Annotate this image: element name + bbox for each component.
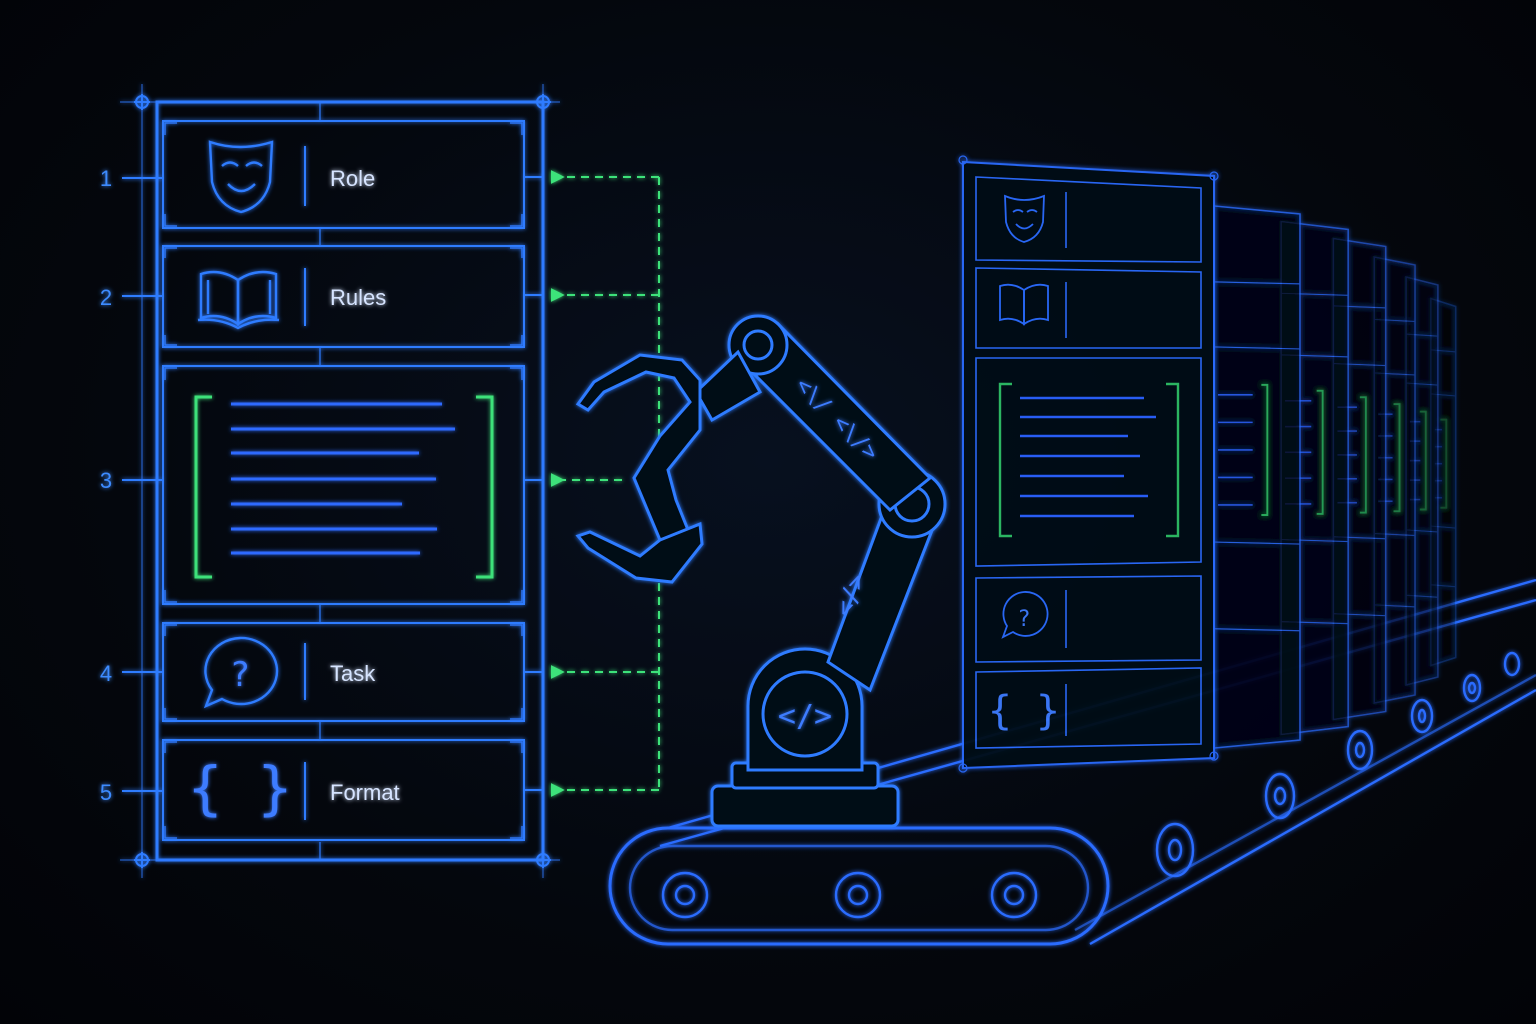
robot-gripper-upper-claw: [575, 353, 702, 542]
section-label-rules: Rules: [330, 285, 386, 310]
question-mark-glyph: ?: [1017, 607, 1030, 632]
base-code-symbol: </>: [778, 699, 832, 734]
bracketed-text-lines-icon: [194, 395, 494, 579]
prompt-template-blueprint: { }: [120, 84, 560, 878]
crosshair-icon: [535, 852, 551, 868]
robot-base-turret: [746, 647, 864, 772]
section-label-format: Format: [330, 780, 400, 805]
crosshair-icon: [535, 94, 551, 110]
section-number-1: 1: [100, 166, 112, 191]
curly-braces-icon: { }: [188, 754, 293, 822]
section-number-5: 5: [100, 780, 112, 805]
robot-arm: [575, 314, 947, 828]
svg-text:{ }: { }: [188, 754, 293, 822]
roller-icon: [990, 871, 1038, 919]
question-speech-bubble-icon: [1001, 591, 1049, 639]
roller-icon: [1264, 772, 1296, 820]
conveyor-card-front: ? { }: [958, 155, 1219, 773]
section-label-role: Role: [330, 166, 375, 191]
curly-braces-icon: { }: [988, 688, 1060, 734]
question-mark-glyph: ?: [230, 655, 250, 695]
open-book-icon: [999, 283, 1049, 326]
open-book-icon: [197, 270, 280, 330]
code-symbol-icon: [761, 670, 849, 758]
section-number-4: 4: [100, 661, 112, 686]
assembly-connectors: [550, 170, 660, 797]
conveyor-template-cards: [1213, 205, 1457, 749]
bracketed-text-lines-icon: [998, 382, 1180, 538]
question-speech-bubble-icon: [203, 636, 279, 709]
roller-icon: [834, 871, 882, 919]
section-label-task: Task: [330, 661, 376, 686]
roller-icon: [1155, 822, 1195, 878]
robot-wrist: [694, 349, 763, 423]
roller-icon: [1503, 651, 1521, 677]
theater-mask-icon: [208, 140, 274, 214]
section-box-context: [162, 365, 525, 605]
roller-icon: [1410, 698, 1434, 734]
section-box-role: [162, 120, 525, 229]
section-number-2: 2: [100, 285, 112, 310]
conveyor-card-back: [1213, 205, 1301, 749]
theater-mask-icon: [1004, 194, 1045, 243]
roller-icon: [1462, 673, 1482, 703]
crosshair-icon: [134, 852, 150, 868]
crosshair-icon: [134, 94, 150, 110]
robot-gripper-lower-claw: [575, 521, 704, 584]
roller-icon: [1346, 729, 1374, 771]
robot-base-platform: [710, 784, 900, 828]
roller-icon: [661, 871, 709, 919]
section-number-3: 3: [100, 468, 112, 493]
template-frame: [155, 100, 545, 862]
